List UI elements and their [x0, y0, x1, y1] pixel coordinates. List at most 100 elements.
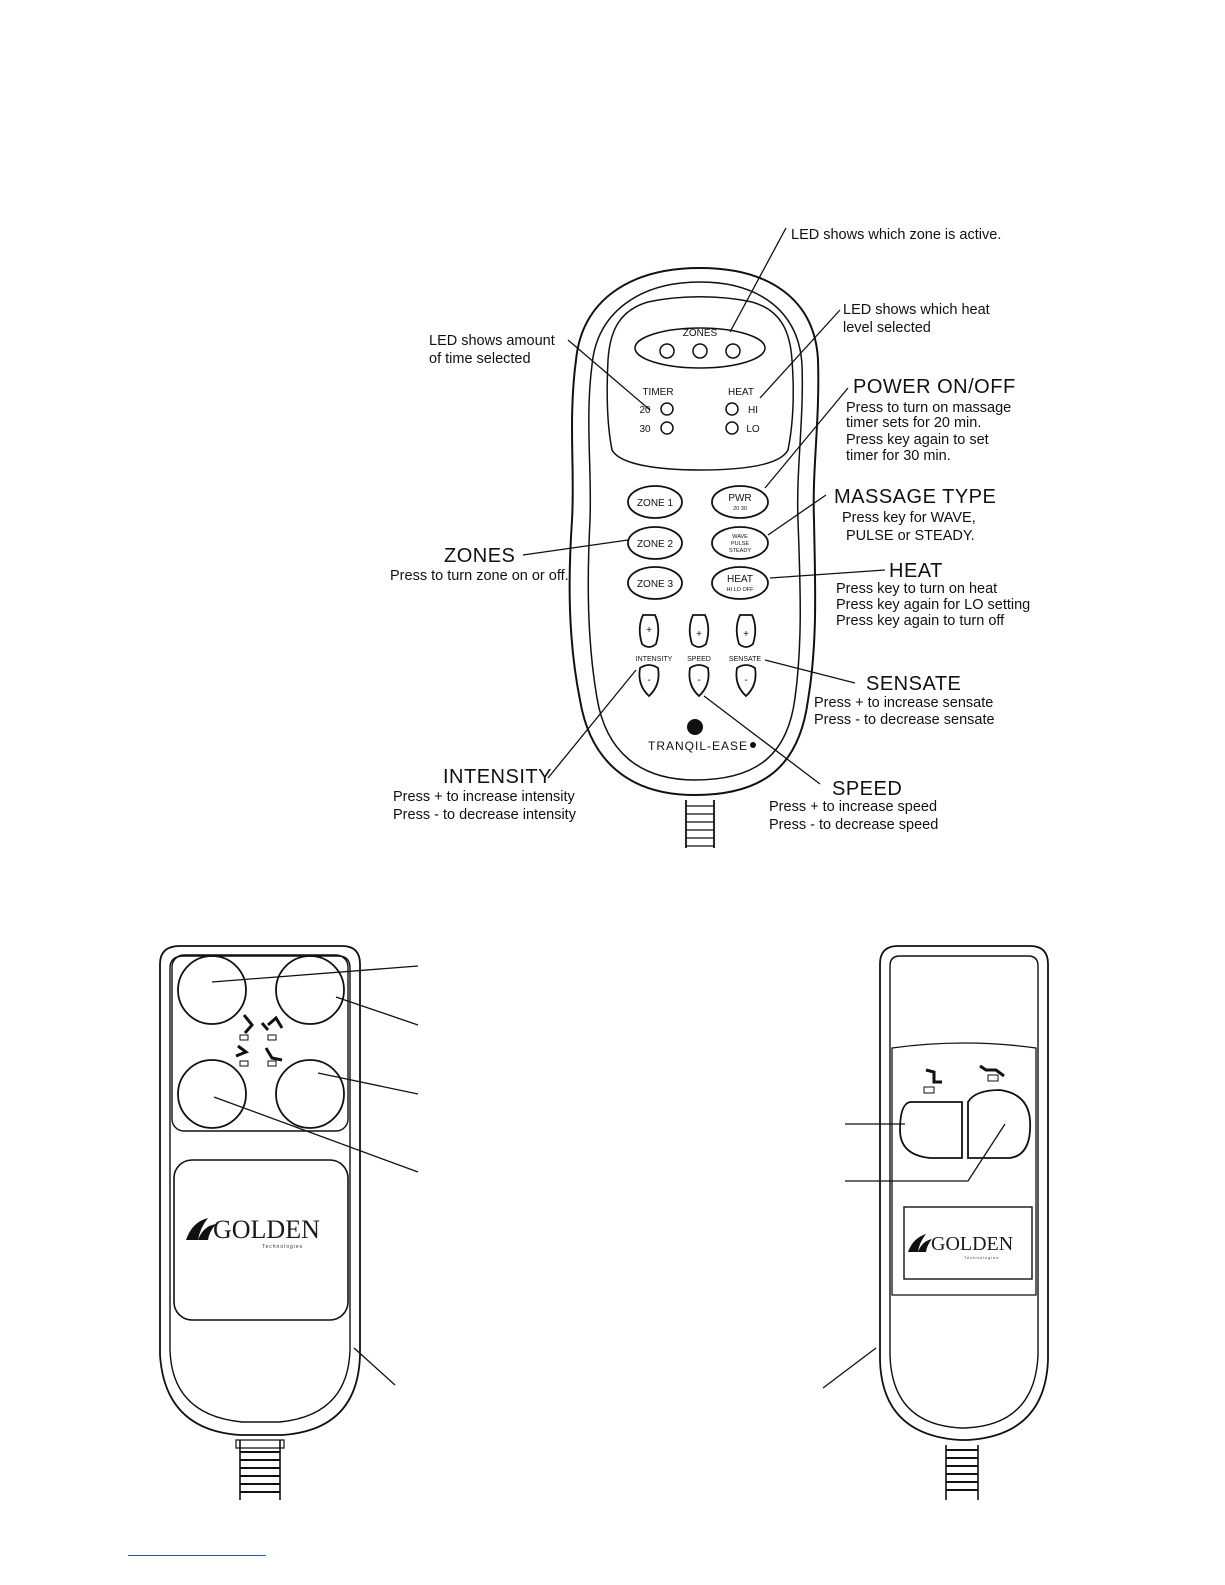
lift-button-bottom-left[interactable]	[177, 1059, 247, 1129]
lift-button-top-left[interactable]	[177, 955, 247, 1025]
pulse-label: PULSE	[731, 541, 749, 547]
zones-line-1: Press to turn zone on or off.	[390, 568, 569, 584]
massage-type-button[interactable]	[711, 526, 769, 560]
lift-remote-2-leaders	[822, 1123, 1006, 1389]
massage-type-line-1: Press key for WAVE,	[842, 510, 976, 526]
heat-button[interactable]	[711, 566, 769, 600]
zone1-button[interactable]	[627, 485, 683, 519]
chair-recline-icon	[235, 1014, 284, 1062]
zones-title: ZONES	[444, 545, 516, 567]
lift-remote-2-outer	[879, 945, 1049, 1441]
heat-line-1: Press key to turn on heat	[836, 581, 998, 597]
button-panel-2	[891, 1042, 1037, 1296]
heat-sub-label: HI LO OFF	[727, 587, 755, 593]
sensate-plus-label: +	[743, 629, 749, 640]
speed-plus-button[interactable]	[688, 614, 710, 648]
tranqil-ease-brand: TRANQIL-EASE	[648, 739, 748, 753]
logo-panel-2	[903, 1206, 1033, 1280]
intensity-minus-label: -	[647, 675, 650, 686]
timer-display-label: TIMER	[642, 387, 673, 398]
lift-remote-2	[879, 945, 1049, 1500]
intensity-minus-button[interactable]	[638, 664, 660, 698]
zones-capsule	[634, 327, 766, 369]
golden-brand-2: GOLDEN	[931, 1233, 1013, 1255]
sensate-minus-label: -	[744, 675, 747, 686]
pwr-button[interactable]	[711, 485, 769, 519]
heat-led-callout-2: level selected	[843, 320, 931, 336]
wave-label: WAVE	[732, 534, 748, 540]
power-line-1: Press to turn on massage	[846, 400, 1012, 416]
steady-label: STEADY	[729, 548, 751, 554]
speed-minus-button[interactable]	[688, 664, 710, 698]
massage-cord	[685, 800, 715, 848]
speed-plus-label: +	[696, 629, 702, 640]
zone-led-2	[692, 343, 708, 359]
zone-led-callout: LED shows which zone is active.	[791, 227, 1002, 243]
heat-button-label: HEAT	[727, 574, 753, 585]
speed-title: SPEED	[832, 778, 903, 800]
heat-display-label: HEAT	[728, 387, 754, 398]
sensate-line-1: Press + to increase sensate	[814, 695, 994, 711]
lift-button-top-right[interactable]	[275, 955, 345, 1025]
massage-remote-labels: ZONES TIMER 20 30 HEAT HI LO ZONE 1 ZONE…	[636, 328, 762, 753]
zone3-button[interactable]	[627, 566, 683, 600]
timer-30-label: 30	[639, 424, 651, 435]
sensate-label: SENSATE	[729, 656, 761, 663]
zones-display-label: ZONES	[683, 328, 718, 339]
zone2-label: ZONE 2	[637, 539, 674, 550]
massage-remote-inner	[587, 281, 804, 781]
heat-hi-label: HI	[748, 405, 758, 416]
power-line-3: Press key again to set	[846, 432, 989, 448]
logo-panel-4	[173, 1159, 349, 1321]
heat-led-callout-1: LED shows which heat	[843, 302, 990, 318]
intensity-line-1: Press + to increase intensity	[393, 789, 575, 805]
golden-sub-4: Technologies	[262, 1244, 303, 1250]
speed-line-1: Press + to increase speed	[769, 799, 938, 815]
heat-lo-label: LO	[746, 424, 760, 435]
massage-type-line-2: PULSE or STEADY.	[846, 528, 975, 544]
pwr-label: PWR	[728, 493, 751, 504]
massage-leader-lines	[522, 227, 886, 785]
chair-upright-icon	[925, 1064, 1005, 1084]
lift-down-button[interactable]	[967, 1089, 1032, 1159]
heat-line-2: Press key again for LO setting	[836, 597, 1031, 613]
lift-remote-4-leaders	[211, 965, 419, 1386]
massage-remote	[568, 266, 820, 848]
zone-led-3	[725, 343, 741, 359]
lift-remote-4	[159, 945, 361, 1500]
display-panel	[606, 296, 794, 471]
massage-type-title: MASSAGE TYPE	[834, 486, 997, 508]
intensity-line-2: Press - to decrease intensity	[393, 807, 576, 823]
sensate-line-2: Press - to decrease sensate	[814, 712, 995, 728]
timer-20-label: 20	[639, 405, 651, 416]
speed-line-2: Press - to decrease speed	[769, 817, 939, 833]
heat-line-3: Press key again to turn off	[836, 613, 1005, 629]
lift-remote-4-inner	[169, 955, 351, 1423]
pwr-sub-label: 20 30	[733, 506, 747, 512]
golden-sub-2: Technologies	[964, 1255, 999, 1260]
time-led-callout-2: of time selected	[429, 351, 531, 367]
heat-title: HEAT	[889, 560, 943, 582]
sensate-plus-button[interactable]	[735, 614, 757, 648]
golden-logo-4: GOLDEN Technologies	[186, 1215, 320, 1250]
intensity-plus-button[interactable]	[638, 614, 660, 648]
speed-minus-label: -	[697, 675, 700, 686]
heat-lo-led	[725, 421, 739, 435]
page-footer-rule	[128, 1555, 266, 1556]
power-title: POWER ON/OFF	[853, 376, 1016, 398]
lift-remote-4-outer	[159, 945, 361, 1436]
time-led-callout-1: LED shows amount	[429, 333, 555, 349]
massage-remote-outer	[568, 266, 820, 797]
lift-up-button[interactable]	[899, 1101, 963, 1159]
lift-button-bottom-right[interactable]	[275, 1059, 345, 1129]
zone1-label: ZONE 1	[637, 498, 674, 509]
power-line-4: timer for 30 min.	[846, 448, 951, 464]
zone2-button[interactable]	[627, 526, 683, 560]
lift-remote-2-inner	[889, 955, 1039, 1429]
sensate-minus-button[interactable]	[735, 664, 757, 698]
power-line-2: timer sets for 20 min.	[846, 415, 982, 431]
heat-hi-led	[725, 402, 739, 416]
golden-logo-2: GOLDEN Technologies	[908, 1233, 1013, 1260]
